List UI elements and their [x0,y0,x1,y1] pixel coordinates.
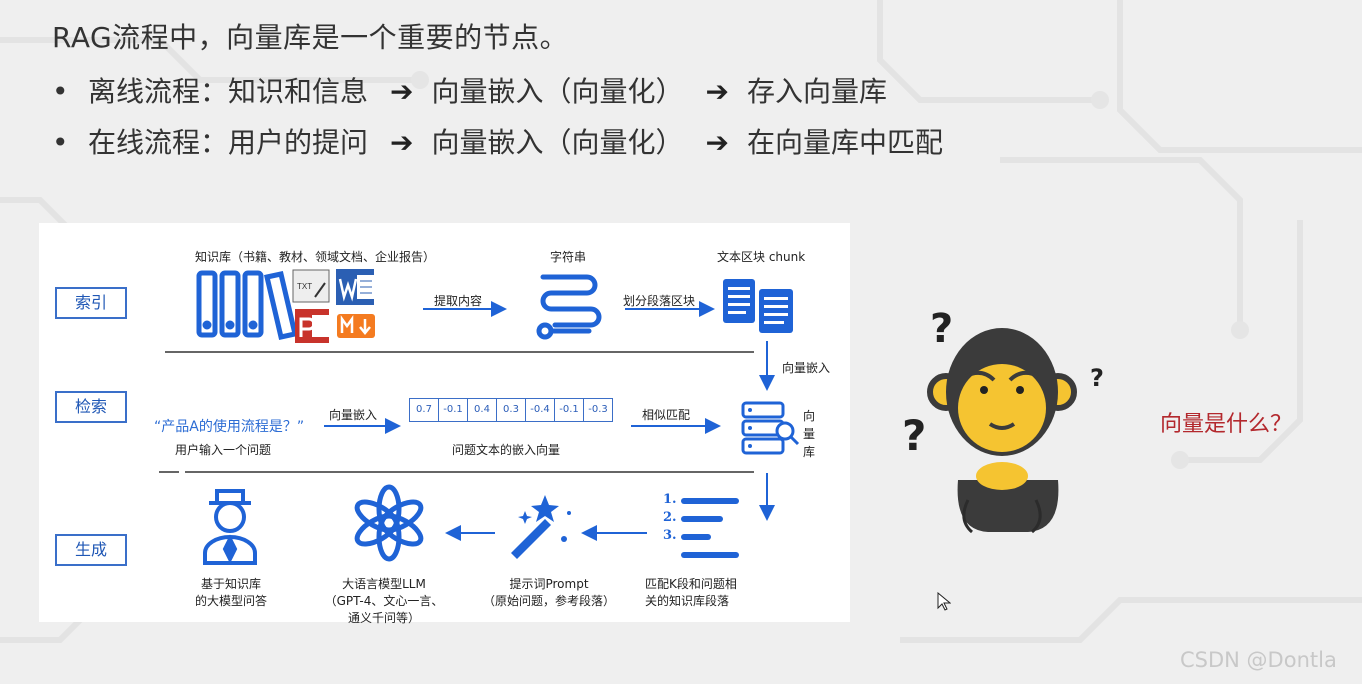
mouse-cursor-icon [937,592,951,611]
vector-cell: 0.4 [468,399,497,421]
svg-text:?: ? [1090,364,1104,392]
online-step-3: 在向量库中匹配 [746,126,943,159]
magic-wand-icon [511,495,571,559]
chunk-label: 文本区块 chunk [717,250,806,264]
string-label: 字符串 [550,250,587,264]
vector-caption: 问题文本的嵌入向量 [452,443,561,457]
online-step-1: 在线流程：用户的提问 [88,126,369,159]
embed-down-label: 向量嵌入 [782,361,831,375]
svg-text:TXT: TXT [297,282,312,291]
vector-cell: 0.3 [497,399,526,421]
stage-retrieve-label: 检索 [55,391,127,423]
svg-text:?: ? [930,306,953,352]
slide-heading: RAG流程中，向量库是一个重要的节点。 [52,21,569,54]
person-icon [203,489,257,565]
offline-step-2: 向量嵌入（向量化） [431,75,684,108]
offline-step-1: 离线流程：知识和信息 [88,75,369,108]
svg-text:3.: 3. [663,528,677,543]
embed-label: 向量嵌入 [329,408,378,422]
svg-text:?: ? [902,411,926,460]
user-input-label: 用户输入一个问题 [175,443,272,457]
watermark-text: CSDN @Dontla [1180,648,1337,672]
offline-flow-bullet: • 离线流程：知识和信息 ➔ 向量嵌入（向量化） ➔ 存入向量库 [52,70,887,110]
markdown-file-icon [337,314,375,338]
vector-cell: -0.3 [588,404,608,415]
prompt-label: 提示词Prompt（原始问题，参考段落） [482,577,615,608]
arrow-right-icon: ➔ [705,126,729,159]
arrow-right-icon: ➔ [390,126,414,159]
document-chunk-icon [723,279,793,333]
vector-cell: -0.4 [526,399,555,421]
diagram-graphics: TXT [159,269,800,565]
embedding-vector: 0.7 -0.1 0.4 0.3 -0.4 -0.1 -0.3 [409,398,613,422]
bullet-marker: • [52,126,69,159]
vector-database-icon [741,401,800,455]
split-label: 划分段落区块 [623,294,696,308]
extract-label: 提取内容 [434,294,483,308]
svg-text:1.: 1. [663,492,677,507]
stage-generate-label: 生成 [55,534,127,566]
ranked-list-icon: 1. 2. 3. [663,492,739,558]
string-icon [536,274,602,340]
word-file-icon [336,269,375,305]
online-flow-bullet: • 在线流程：用户的提问 ➔ 向量嵌入（向量化） ➔ 在向量库中匹配 [52,121,943,161]
bullet-marker: • [52,75,69,108]
answer-label: 基于知识库的大模型问答 [194,577,267,608]
online-step-2: 向量嵌入（向量化） [431,126,684,159]
vector-cell: -0.1 [555,399,584,421]
vector-db-label: 向量库 [803,409,816,459]
vector-cell: -0.1 [439,399,468,421]
rag-diagram: TXT [39,223,850,625]
svg-text:2.: 2. [663,510,677,525]
llm-logo-icon [354,484,424,562]
books-icon [196,270,299,340]
pdf-file-icon [295,309,330,343]
arrow-right-icon: ➔ [705,75,729,108]
txt-file-icon: TXT [292,269,330,303]
knowledge-base-label: 知识库（书籍、教材、领域文档、企业报告） [195,250,436,264]
llm-label: 大语言模型LLM（GPT-4、文心一言、通义千问等） [324,577,444,625]
arrow-right-icon: ➔ [390,75,414,108]
query-text: “产品A的使用流程是？” [154,419,305,435]
vector-cell: 0.7 [410,399,439,421]
offline-step-3: 存入向量库 [746,75,887,108]
stage-index-label: 索引 [55,287,127,319]
similar-match-label: 相似匹配 [642,408,691,422]
match-label: 匹配K段和问题相关的知识库段落 [645,577,737,608]
what-is-vector-question: 向量是什么？ [1160,412,1293,437]
confused-monkey-mascot: ? ? ? [902,306,1104,534]
